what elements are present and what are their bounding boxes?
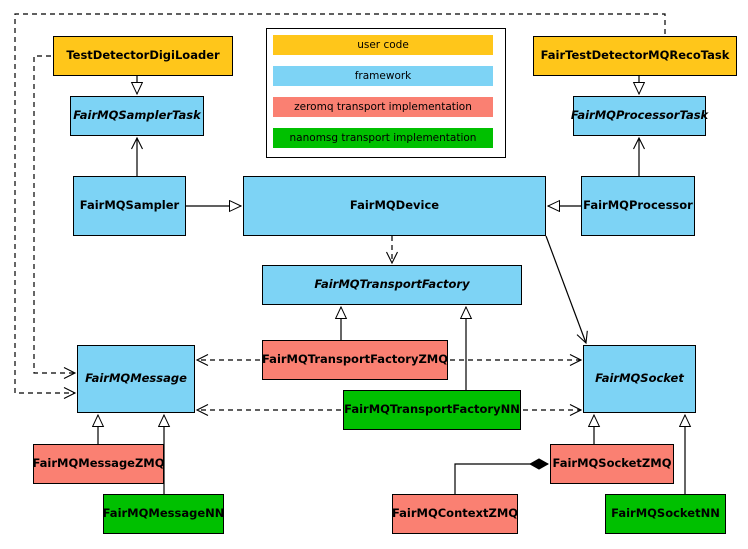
legend-item-user-code: user code: [273, 35, 493, 55]
edge-association: [545, 235, 588, 345]
class-node-label: FairMQProcessor: [583, 198, 693, 213]
legend-panel: user code framework zeromq transport imp…: [266, 28, 506, 158]
class-node-label: FairMQSampler: [79, 198, 180, 213]
class-node-fairmqcontextzmq[interactable]: FairMQContextZMQ: [392, 494, 518, 534]
legend-label: framework: [354, 70, 412, 82]
class-node-label: TestDetectorDigiLoader: [66, 48, 220, 63]
edge-dependency: [33, 55, 77, 379]
class-node-testdetectordigiloader[interactable]: TestDetectorDigiLoader: [53, 36, 233, 76]
class-node-fairtestdetectormqrecotask[interactable]: FairTestDetectorMQRecoTask: [533, 36, 737, 76]
class-node-label: FairMQProcessorTask: [570, 108, 709, 123]
class-node-fairmqsamplertask[interactable]: FairMQSamplerTask: [70, 96, 204, 136]
legend-item-framework: framework: [273, 66, 493, 86]
class-node-label: FairMQTransportFactoryZMQ: [262, 352, 449, 367]
class-node-fairmqsampler[interactable]: FairMQSampler: [73, 176, 186, 236]
class-node-fairmqtransportfactoryzmq[interactable]: FairMQTransportFactoryZMQ: [262, 340, 448, 380]
class-node-label: FairMQMessageNN: [102, 506, 225, 521]
class-node-label: FairMQSocketZMQ: [552, 456, 672, 471]
class-node-fairmqsocket[interactable]: FairMQSocket: [583, 345, 696, 413]
legend-label: user code: [357, 39, 409, 51]
class-node-label: FairMQTransportFactoryNN: [344, 402, 520, 417]
class-node-label: FairMQSocket: [595, 371, 684, 386]
class-node-fairmqmessage[interactable]: FairMQMessage: [77, 345, 195, 413]
class-node-fairmqsocketnn[interactable]: FairMQSocketNN: [605, 494, 726, 534]
class-node-label: FairMQSamplerTask: [73, 108, 201, 123]
class-node-fairmqtransportfactorynn[interactable]: FairMQTransportFactoryNN: [343, 390, 521, 430]
legend-item-nanomsg: nanomsg transport implementation: [273, 128, 493, 148]
legend-item-zeromq: zeromq transport implementation: [273, 97, 493, 117]
class-node-label: FairMQMessageZMQ: [32, 456, 165, 471]
class-node-label: FairTestDetectorMQRecoTask: [540, 48, 730, 63]
class-node-fairmqprocessortask[interactable]: FairMQProcessorTask: [570, 96, 709, 136]
legend-label: nanomsg transport implementation: [289, 132, 477, 144]
class-node-fairmqsocketzmq[interactable]: FairMQSocketZMQ: [550, 444, 674, 484]
class-node-label: FairMQMessage: [85, 371, 187, 386]
class-node-label: FairMQContextZMQ: [391, 506, 519, 521]
edge-composition: [454, 464, 548, 494]
class-node-label: FairMQDevice: [349, 198, 440, 213]
legend-label: zeromq transport implementation: [294, 101, 472, 113]
class-node-fairmqprocessor[interactable]: FairMQProcessor: [581, 176, 695, 236]
class-node-label: FairMQSocketNN: [611, 506, 720, 521]
class-node-fairmqtransportfactory[interactable]: FairMQTransportFactory: [262, 265, 522, 305]
class-node-fairmqmessagezmq[interactable]: FairMQMessageZMQ: [32, 444, 165, 484]
class-node-fairmqdevice[interactable]: FairMQDevice: [243, 176, 546, 236]
class-node-label: FairMQTransportFactory: [314, 277, 470, 292]
class-node-fairmqmessagenn[interactable]: FairMQMessageNN: [103, 494, 224, 534]
